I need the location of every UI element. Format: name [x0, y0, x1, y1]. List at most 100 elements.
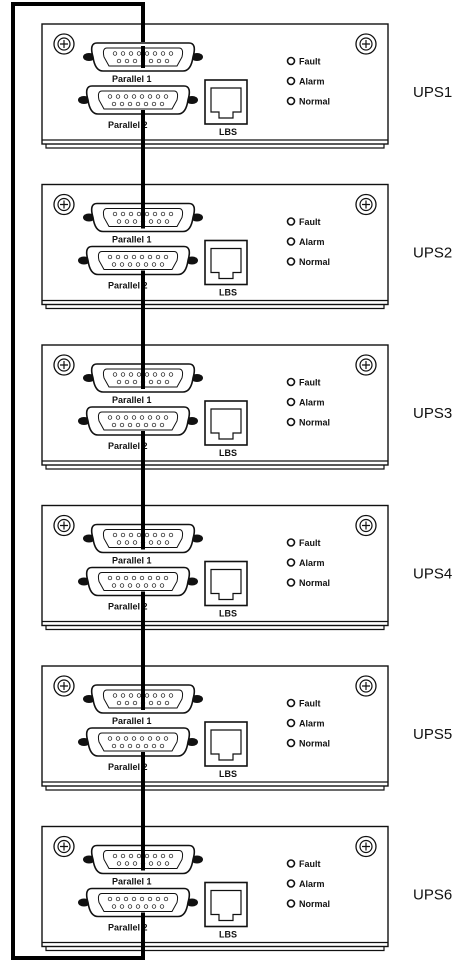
thumbscrew-left-icon	[53, 354, 75, 376]
ups-name: UPS2	[413, 245, 452, 262]
parallel-2-label: Parallel 2	[108, 602, 148, 612]
fault-led-label: Fault	[299, 57, 321, 67]
alarm-led-label: Alarm	[299, 879, 325, 889]
parallel-2-port	[78, 406, 198, 436]
thumbscrew-left-icon	[53, 33, 75, 55]
thumbscrew-right-icon	[355, 835, 377, 858]
lbs-port	[204, 560, 248, 607]
thumbscrew-left-icon	[53, 193, 75, 216]
parallel-1-label: Parallel 1	[112, 74, 152, 84]
ups-name: UPS4	[413, 566, 452, 583]
thumbscrew-left-icon	[53, 835, 75, 858]
fault-led-label: Fault	[299, 217, 321, 227]
normal-led-icon	[286, 257, 296, 266]
normal-led-icon	[286, 738, 296, 748]
alarm-led-icon	[286, 718, 296, 728]
fault-led-icon	[286, 538, 296, 547]
card-rail	[45, 786, 385, 791]
card-rail	[45, 465, 385, 470]
normal-led-icon	[286, 899, 296, 908]
lbs-label: LBS	[219, 127, 237, 137]
alarm-led-icon	[286, 879, 296, 888]
parallel-2-label: Parallel 2	[108, 281, 148, 291]
parallel-2-port	[78, 85, 198, 115]
normal-led-label: Normal	[299, 739, 330, 749]
lbs-port	[204, 721, 248, 767]
parallel-1-label: Parallel 1	[112, 235, 152, 245]
lbs-label: LBS	[219, 609, 237, 619]
parallel-1-label: Parallel 1	[112, 395, 152, 405]
ups-name: UPS5	[413, 726, 452, 743]
lbs-label: LBS	[219, 930, 237, 940]
lbs-port	[204, 881, 248, 928]
ups-name: UPS1	[413, 84, 452, 101]
fault-led-icon	[286, 217, 296, 226]
thumbscrew-right-icon	[355, 514, 377, 537]
ups-name: UPS6	[413, 887, 452, 904]
alarm-led-icon	[286, 397, 296, 407]
lbs-label: LBS	[219, 769, 237, 779]
normal-led-label: Normal	[299, 97, 330, 107]
parallel-cables	[11, 2, 145, 960]
parallel-2-port	[78, 245, 198, 276]
thumbscrew-right-icon	[355, 354, 377, 376]
parallel-2-label: Parallel 2	[108, 923, 148, 933]
card-rail	[45, 946, 385, 952]
fault-led-icon	[286, 698, 296, 708]
parallel-2-port	[78, 727, 198, 757]
parallel-1-label: Parallel 1	[112, 877, 152, 887]
parallel-2-port	[78, 887, 198, 918]
parallel-2-label: Parallel 2	[108, 441, 148, 451]
thumbscrew-right-icon	[355, 193, 377, 216]
alarm-led-label: Alarm	[299, 719, 325, 729]
alarm-led-label: Alarm	[299, 77, 325, 87]
lbs-port	[204, 79, 248, 125]
alarm-led-icon	[286, 237, 296, 246]
card-rail	[45, 304, 385, 310]
parallel-1-label: Parallel 1	[112, 556, 152, 566]
fault-led-label: Fault	[299, 538, 321, 548]
fault-led-icon	[286, 859, 296, 868]
parallel-2-port	[78, 566, 198, 597]
lbs-port	[204, 400, 248, 446]
thumbscrew-right-icon	[355, 33, 377, 55]
ups-name: UPS3	[413, 405, 452, 422]
lbs-label: LBS	[219, 448, 237, 458]
normal-led-label: Normal	[299, 899, 330, 909]
normal-led-label: Normal	[299, 418, 330, 428]
alarm-led-label: Alarm	[299, 237, 325, 247]
parallel-1-label: Parallel 1	[112, 716, 152, 726]
fault-led-label: Fault	[299, 699, 321, 709]
normal-led-label: Normal	[299, 257, 330, 267]
fault-led-label: Fault	[299, 378, 321, 388]
alarm-led-icon	[286, 76, 296, 86]
normal-led-icon	[286, 96, 296, 106]
thumbscrew-left-icon	[53, 675, 75, 697]
lbs-port	[204, 239, 248, 286]
loop-cable	[11, 2, 145, 960]
card-rail	[45, 625, 385, 631]
thumbscrew-right-icon	[355, 675, 377, 697]
lbs-label: LBS	[219, 288, 237, 298]
alarm-led-icon	[286, 558, 296, 567]
parallel-2-label: Parallel 2	[108, 120, 148, 130]
fault-led-icon	[286, 56, 296, 66]
fault-led-label: Fault	[299, 859, 321, 869]
card-rail	[45, 144, 385, 149]
normal-led-label: Normal	[299, 578, 330, 588]
alarm-led-label: Alarm	[299, 558, 325, 568]
fault-led-icon	[286, 377, 296, 387]
thumbscrew-left-icon	[53, 514, 75, 537]
normal-led-icon	[286, 578, 296, 587]
alarm-led-label: Alarm	[299, 398, 325, 408]
parallel-2-label: Parallel 2	[108, 762, 148, 772]
normal-led-icon	[286, 417, 296, 427]
